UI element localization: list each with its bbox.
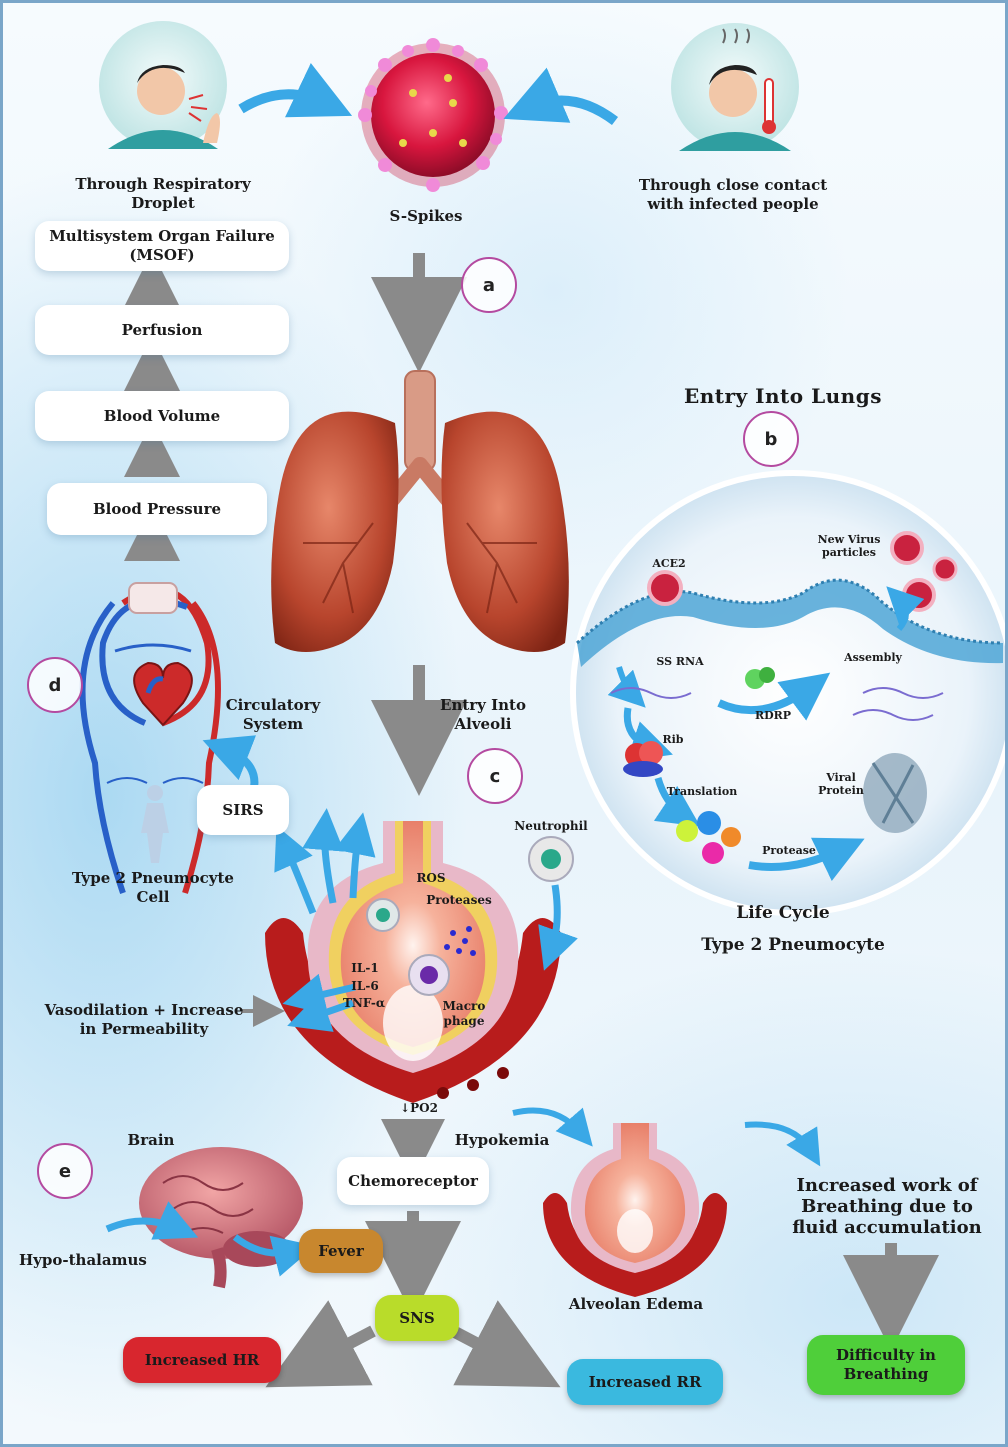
viral-protein-icon: [863, 753, 927, 833]
sns-to-hr-arrow: [308, 1331, 373, 1365]
vasodilation-label: Vasodilation + Increase in Permeability: [39, 1001, 249, 1039]
ribosome-icon: [623, 741, 663, 777]
human-silhouette-icon: [141, 785, 169, 863]
badge-c: c: [467, 748, 523, 804]
sirs-box: SIRS: [197, 785, 289, 835]
entry-alveoli-label: Entry Into Alveoli: [435, 696, 531, 734]
macrophage-icon: [409, 955, 449, 995]
msof-box: Multisystem Organ Failure (MSOF): [35, 221, 289, 271]
contact-to-virus-arrow: [531, 101, 615, 121]
neutrophil-icon: [529, 837, 573, 881]
perfusion-box: Perfusion: [35, 305, 289, 355]
chemoreceptor-box: Chemoreceptor: [337, 1157, 489, 1205]
protease-label: Protease: [755, 844, 823, 857]
virus-icon: [358, 38, 508, 192]
badge-e: e: [37, 1143, 93, 1199]
circulatory-illustration: [83, 583, 255, 893]
blood-pressure-box: Blood Pressure: [47, 483, 267, 535]
tnf-label: TNF-α: [337, 996, 391, 1011]
life-cycle-subtitle: Type 2 Pneumocyte: [683, 935, 903, 956]
proteases-label: Proteases: [423, 893, 495, 908]
il1-label: IL-1: [347, 961, 383, 976]
ss-rna-label: SS RNA: [643, 655, 717, 668]
rdrp-label: RDRP: [743, 709, 803, 722]
badge-d: d: [27, 657, 83, 713]
droplet-label: Through Respiratory Droplet: [63, 175, 263, 213]
circulatory-label: Circulatory System: [213, 696, 333, 734]
lungs-illustration: [271, 371, 569, 652]
ace2-label: ACE2: [639, 557, 699, 570]
badge-a: a: [461, 257, 517, 313]
translation-label: Translation: [657, 785, 747, 798]
virus-label: S-Spikes: [363, 207, 489, 226]
new-virus-label: New Virus particles: [809, 533, 889, 559]
rib-label: Rib: [653, 733, 693, 746]
po2-label: ↓PO2: [395, 1101, 443, 1116]
alveolar-edema-label: Alveolan Edema: [563, 1295, 709, 1314]
ros-cell-icon: [367, 899, 399, 931]
ros-label: ROS: [411, 871, 451, 886]
increased-rr-pill: Increased RR: [567, 1359, 723, 1405]
droplet-to-virus-arrow: [241, 94, 325, 109]
edema-alveolus-illustration: [513, 1111, 811, 1298]
assembly-label: Assembly: [833, 651, 913, 664]
ace2-virus-icon: [649, 572, 681, 604]
hypokemia-label: Hypokemia: [449, 1131, 555, 1150]
macrophage-label: Macro phage: [439, 999, 489, 1029]
sns-pill: SNS: [375, 1295, 459, 1341]
brain-label: Brain: [119, 1131, 183, 1150]
sns-to-rr-arrow: [453, 1331, 518, 1365]
alveolus-illustration: [265, 821, 573, 1103]
hypothalamus-label: Hypo-thalamus: [19, 1251, 139, 1270]
blood-volume-box: Blood Volume: [35, 391, 289, 441]
badge-b: b: [743, 411, 799, 467]
contact-label: Through close contact with infected peop…: [623, 176, 843, 214]
coughing-person-icon: [99, 21, 227, 149]
il6-label: IL-6: [347, 979, 383, 994]
neutrophil-label: Neutrophil: [509, 819, 593, 834]
pneumocyte-cell-label: Type 2 Pneumocyte Cell: [53, 869, 253, 907]
fever-pill: Fever: [299, 1229, 383, 1273]
viral-protein-label: Viral Protein: [811, 771, 871, 797]
difficulty-breathing-pill: Difficulty in Breathing: [807, 1335, 965, 1395]
work-of-breathing-label: Increased work of Breathing due to fluid…: [789, 1175, 985, 1238]
entry-lungs-heading: Entry Into Lungs: [663, 384, 903, 408]
sick-person-icon: [671, 23, 799, 151]
life-cycle-title: Life Cycle: [703, 903, 863, 924]
increased-hr-pill: Increased HR: [123, 1337, 281, 1383]
